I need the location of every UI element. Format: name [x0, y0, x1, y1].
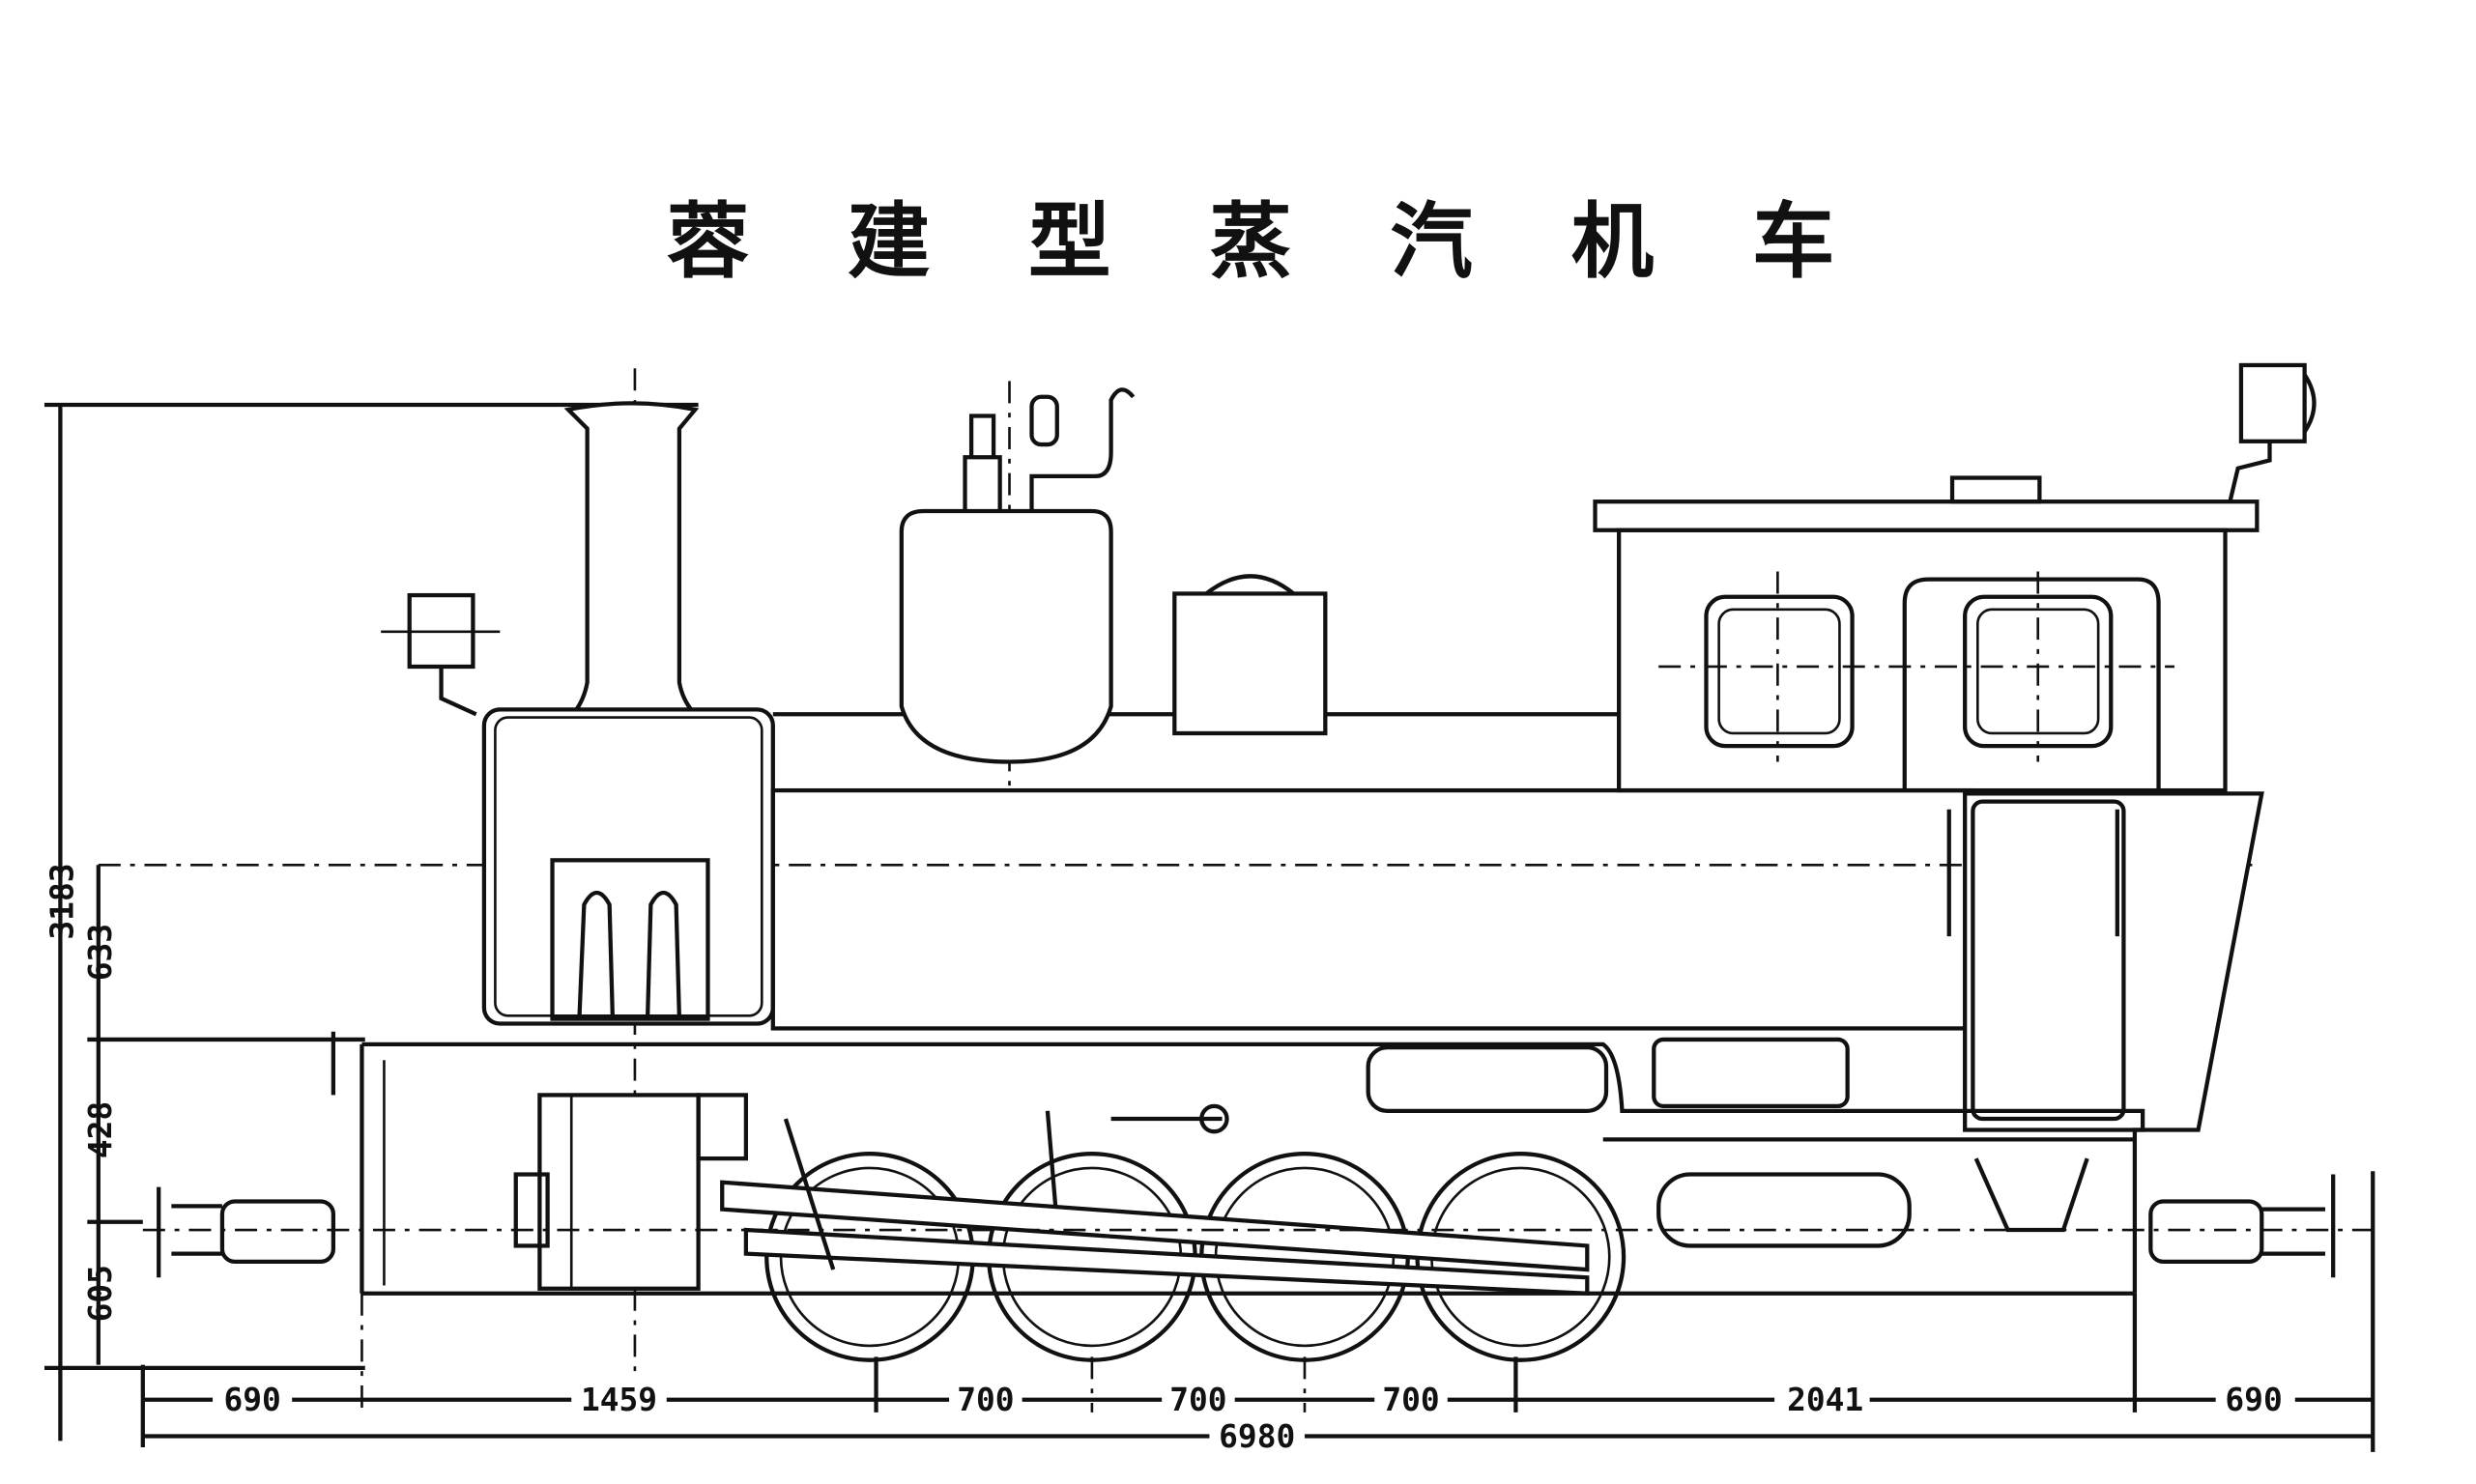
cab [1593, 475, 2264, 1132]
smokebox [481, 707, 775, 1026]
ash-pan [1656, 1172, 1912, 1248]
rear-buffer [2148, 1174, 2336, 1278]
dim-2041: 2041 [1787, 1382, 1863, 1418]
dim-700-1: 700 [957, 1382, 1014, 1418]
chimney [546, 401, 725, 736]
dim-605: 605 [82, 1265, 119, 1322]
vertical-dimensions: 3183 633 428 605 [44, 402, 699, 1441]
front-lamp [381, 592, 501, 717]
dim-6980: 6980 [1219, 1418, 1295, 1455]
boiler [770, 712, 1973, 1031]
dim-3183: 3183 [44, 864, 81, 940]
rear-lamp [2228, 362, 2317, 502]
dim-690-rear: 690 [2225, 1382, 2282, 1418]
valve-gear [720, 1103, 1590, 1296]
dim-700-3: 700 [1382, 1382, 1439, 1418]
steam-dome [899, 508, 1113, 764]
title: 蓉建型蒸汽机车 [667, 193, 1933, 290]
dim-1459: 1459 [581, 1382, 657, 1418]
dim-700-2: 700 [1169, 1382, 1226, 1418]
cab-window-front [1704, 594, 1855, 749]
frame [360, 1037, 2145, 1296]
dim-428: 428 [82, 1101, 119, 1158]
side-tank [1652, 1037, 1850, 1109]
front-buffer [157, 1031, 336, 1278]
sand-box [1172, 591, 1328, 736]
cylinder [513, 1093, 749, 1291]
horizontal-dimensions: 690 1459 700 700 700 2041 690 6980 [140, 1171, 2375, 1456]
dim-690-front: 690 [223, 1382, 280, 1418]
dim-633: 633 [82, 924, 119, 981]
